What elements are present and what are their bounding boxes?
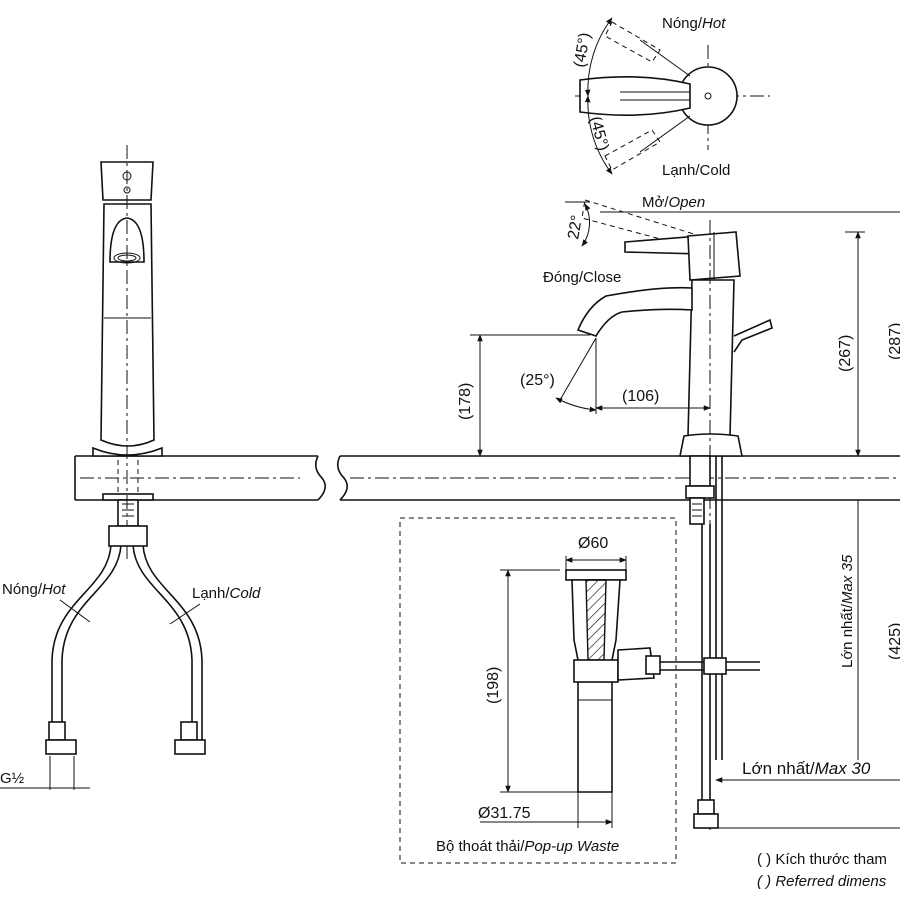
height-dimensions: [845, 231, 865, 760]
popup-waste-label: Bộ thoát thải/Pop-up Waste: [436, 838, 619, 855]
note-line-2: ( ) Referred dimens: [757, 873, 887, 890]
cold-leader-left: [169, 603, 201, 625]
cold-label-top: Lạnh/Cold: [662, 162, 730, 179]
spout-angle-label: (25°): [520, 372, 555, 389]
faucet-side-view: [565, 199, 900, 830]
counter-top: [74, 455, 900, 501]
hot-label-left: Nóng/Hot: [2, 581, 66, 598]
hot-label-top: Nóng/Hot: [662, 15, 726, 32]
note-line-1: ( ) Kích thước tham: [757, 851, 887, 868]
max35-label: Lớn nhất/Max 35: [839, 554, 856, 668]
angle-open-label: 22°: [565, 214, 586, 241]
faucet-front-view: [0, 145, 206, 790]
close-label: Đóng/Close: [543, 269, 621, 286]
cold-label-left: Lạnh/Cold: [192, 585, 261, 602]
reach-label: (106): [622, 388, 659, 405]
angle-down-label: (45°): [586, 115, 611, 153]
right-upper-cut-label: (287): [887, 323, 900, 360]
popup-waste-detail: [399, 517, 760, 864]
angle-up-label: (45°): [571, 31, 594, 68]
spout-dimensions: [470, 334, 711, 457]
waste-top-dia-label: Ø60: [578, 535, 608, 552]
open-label: Mở/Open: [642, 194, 705, 211]
handle-top-view: [575, 17, 770, 175]
hot-leader-left: [59, 599, 91, 623]
waste-pipe-dia-label: Ø31.75: [478, 805, 531, 822]
total-height-label: (267): [837, 335, 854, 372]
waste-height-label: (198): [485, 667, 502, 704]
right-lower-cut-label: (425): [887, 623, 900, 660]
thread-label: G½: [0, 770, 25, 787]
max30-label: Lớn nhất/Max 30: [742, 759, 871, 778]
spout-height-label: (178): [457, 383, 474, 420]
